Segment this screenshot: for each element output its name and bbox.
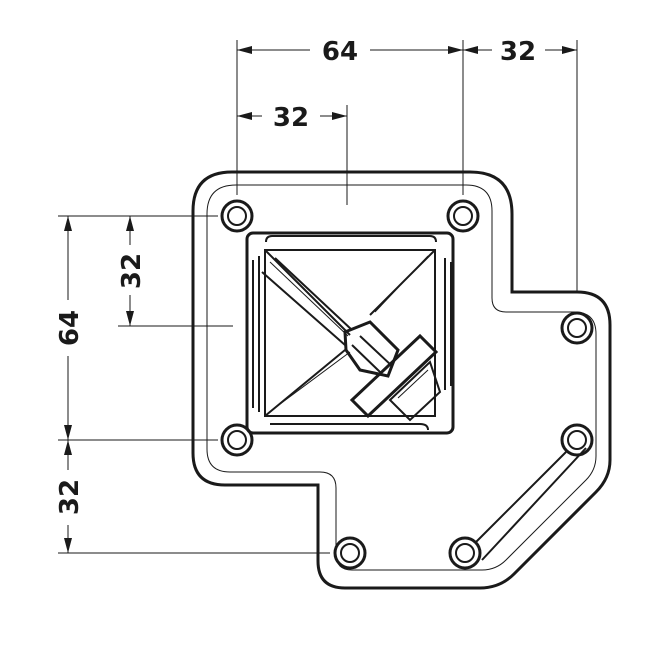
handle-grip [349,333,439,419]
t-handle [261,257,442,422]
pan-lip-bottom [270,423,429,431]
dimension-lines [58,40,578,554]
handle-grip-detail [397,369,429,399]
mounting-hole [560,423,594,457]
recessed-pan [245,231,455,435]
plate-outline [191,170,612,590]
mounting-hole [560,311,594,345]
dimension-label-top-right: 32 [500,37,536,67]
pan-diagonal [374,255,429,313]
pan-lip-left [252,256,260,412]
mounting-hole [446,199,480,233]
dimension-label-top-inner: 32 [273,103,309,133]
dimension-label-left-inner: 32 [117,253,147,289]
pan-diagonal [264,249,351,336]
arrowhead [237,112,252,120]
mounting-hole [448,536,482,570]
arrowhead [64,440,72,455]
dimension-label-left-bottom: 32 [55,479,85,515]
pan-diagonal [271,351,351,411]
dimension-label-top: 64 [322,37,358,67]
arrowhead [448,46,463,54]
arrowhead [562,46,577,54]
arrowhead [463,46,478,54]
mounting-hole [333,536,367,570]
arrowhead [64,425,72,440]
handle-grip-end [388,360,442,422]
mounting-hole [220,423,254,457]
mounting-hole [220,199,254,233]
arrowhead [64,538,72,553]
pan-floor [264,249,436,417]
pan-lip-top [265,235,437,243]
arrowhead [237,46,252,54]
pan-frame [245,231,455,435]
arrowhead [126,216,134,231]
handle-shaft [261,257,353,346]
handle-collar-rings [351,335,393,373]
handle-shaft-highlight [269,261,349,337]
plate-inner-outline [206,184,597,571]
arrowhead [126,311,134,326]
arrowhead [64,216,72,231]
arrowhead [332,112,347,120]
pan-lip-right [444,258,452,390]
handle-collar [343,320,400,378]
mounting-holes [220,199,594,570]
diagonal-rib [475,447,587,561]
dimension-label-left: 64 [55,310,85,346]
